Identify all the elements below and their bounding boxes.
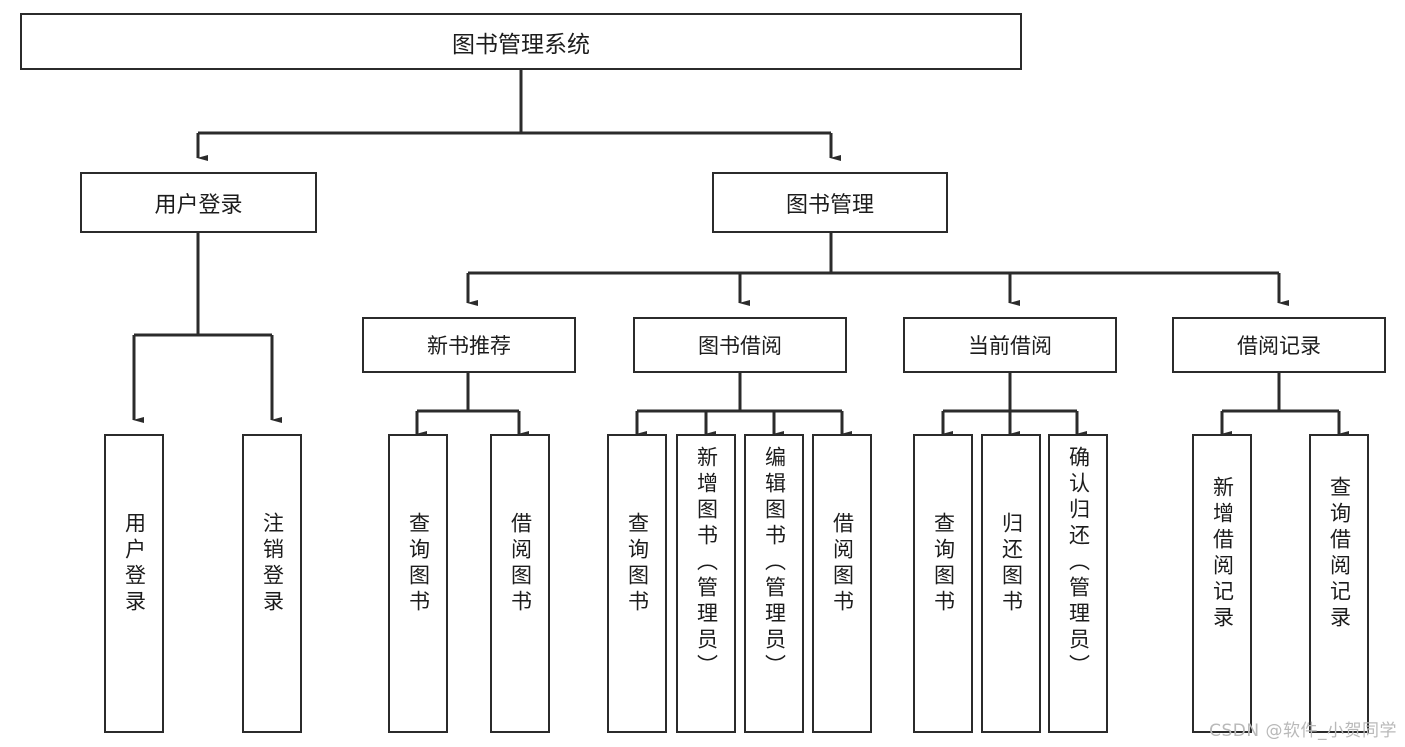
node-label: 注销登录 [260, 512, 285, 616]
node-leaf-confirm-return-admin[interactable]: 确认归还（管理员） [1048, 434, 1108, 733]
node-book-borrow[interactable]: 图书借阅 [633, 317, 847, 373]
node-label: 新增图书（管理员） [694, 446, 719, 680]
node-leaf-edit-book-admin[interactable]: 编辑图书（管理员） [744, 434, 804, 733]
node-borrow-record[interactable]: 借阅记录 [1172, 317, 1386, 373]
node-leaf-query-book-current[interactable]: 查询图书 [913, 434, 973, 733]
node-label: 借阅图书 [830, 512, 855, 616]
watermark-text: CSDN @软件_小贺同学 [1209, 721, 1397, 741]
node-label: 图书借阅 [698, 334, 782, 358]
node-leaf-add-borrow-record[interactable]: 新增借阅记录 [1192, 434, 1252, 733]
node-leaf-borrow-book[interactable]: 借阅图书 [812, 434, 872, 733]
node-user-login[interactable]: 用户登录 [80, 172, 317, 233]
node-label: 图书管理 [785, 192, 874, 218]
node-leaf-add-book-admin[interactable]: 新增图书（管理员） [676, 434, 736, 733]
node-label: 确认归还（管理员） [1066, 446, 1091, 680]
node-label: 当前借阅 [968, 334, 1052, 358]
node-leaf-return-book[interactable]: 归还图书 [981, 434, 1041, 733]
node-label: 借阅图书 [508, 512, 533, 616]
node-label: 查询图书 [931, 512, 956, 616]
node-label: 用户登录 [122, 512, 147, 616]
node-leaf-user-login[interactable]: 用户登录 [104, 434, 164, 733]
node-label: 查询图书 [406, 512, 431, 616]
node-label: 查询图书 [625, 512, 650, 616]
node-new-book-recommend[interactable]: 新书推荐 [362, 317, 576, 373]
node-label: 新增借阅记录 [1210, 476, 1235, 632]
node-label: 归还图书 [999, 512, 1024, 616]
node-leaf-query-book-borrow[interactable]: 查询图书 [607, 434, 667, 733]
node-current-borrow[interactable]: 当前借阅 [903, 317, 1117, 373]
node-leaf-borrow-book-recommend[interactable]: 借阅图书 [490, 434, 550, 733]
node-label: 编辑图书（管理员） [762, 446, 787, 680]
node-label: 图书管理系统 [452, 31, 590, 58]
node-book-management[interactable]: 图书管理 [712, 172, 948, 233]
node-label: 新书推荐 [427, 334, 511, 358]
node-label: 查询借阅记录 [1327, 476, 1352, 632]
node-root-book-management-system[interactable]: 图书管理系统 [20, 13, 1022, 70]
node-leaf-query-borrow-record[interactable]: 查询借阅记录 [1309, 434, 1369, 733]
node-leaf-logout[interactable]: 注销登录 [242, 434, 302, 733]
node-label: 用户登录 [154, 192, 243, 218]
node-leaf-query-book-recommend[interactable]: 查询图书 [388, 434, 448, 733]
node-label: 借阅记录 [1237, 334, 1321, 358]
